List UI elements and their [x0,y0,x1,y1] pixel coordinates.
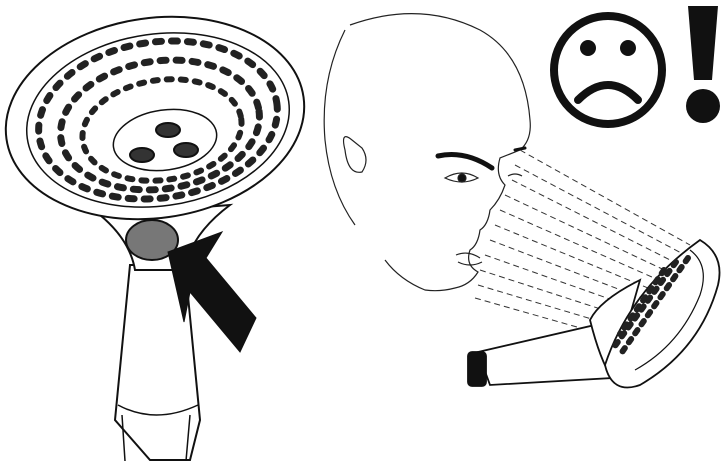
shower-head-outer [0,0,317,238]
sad-face-icon [554,16,662,124]
head-profile-icon [324,14,530,291]
exclamation-icon [686,6,720,123]
shower-head-icon [0,0,317,461]
